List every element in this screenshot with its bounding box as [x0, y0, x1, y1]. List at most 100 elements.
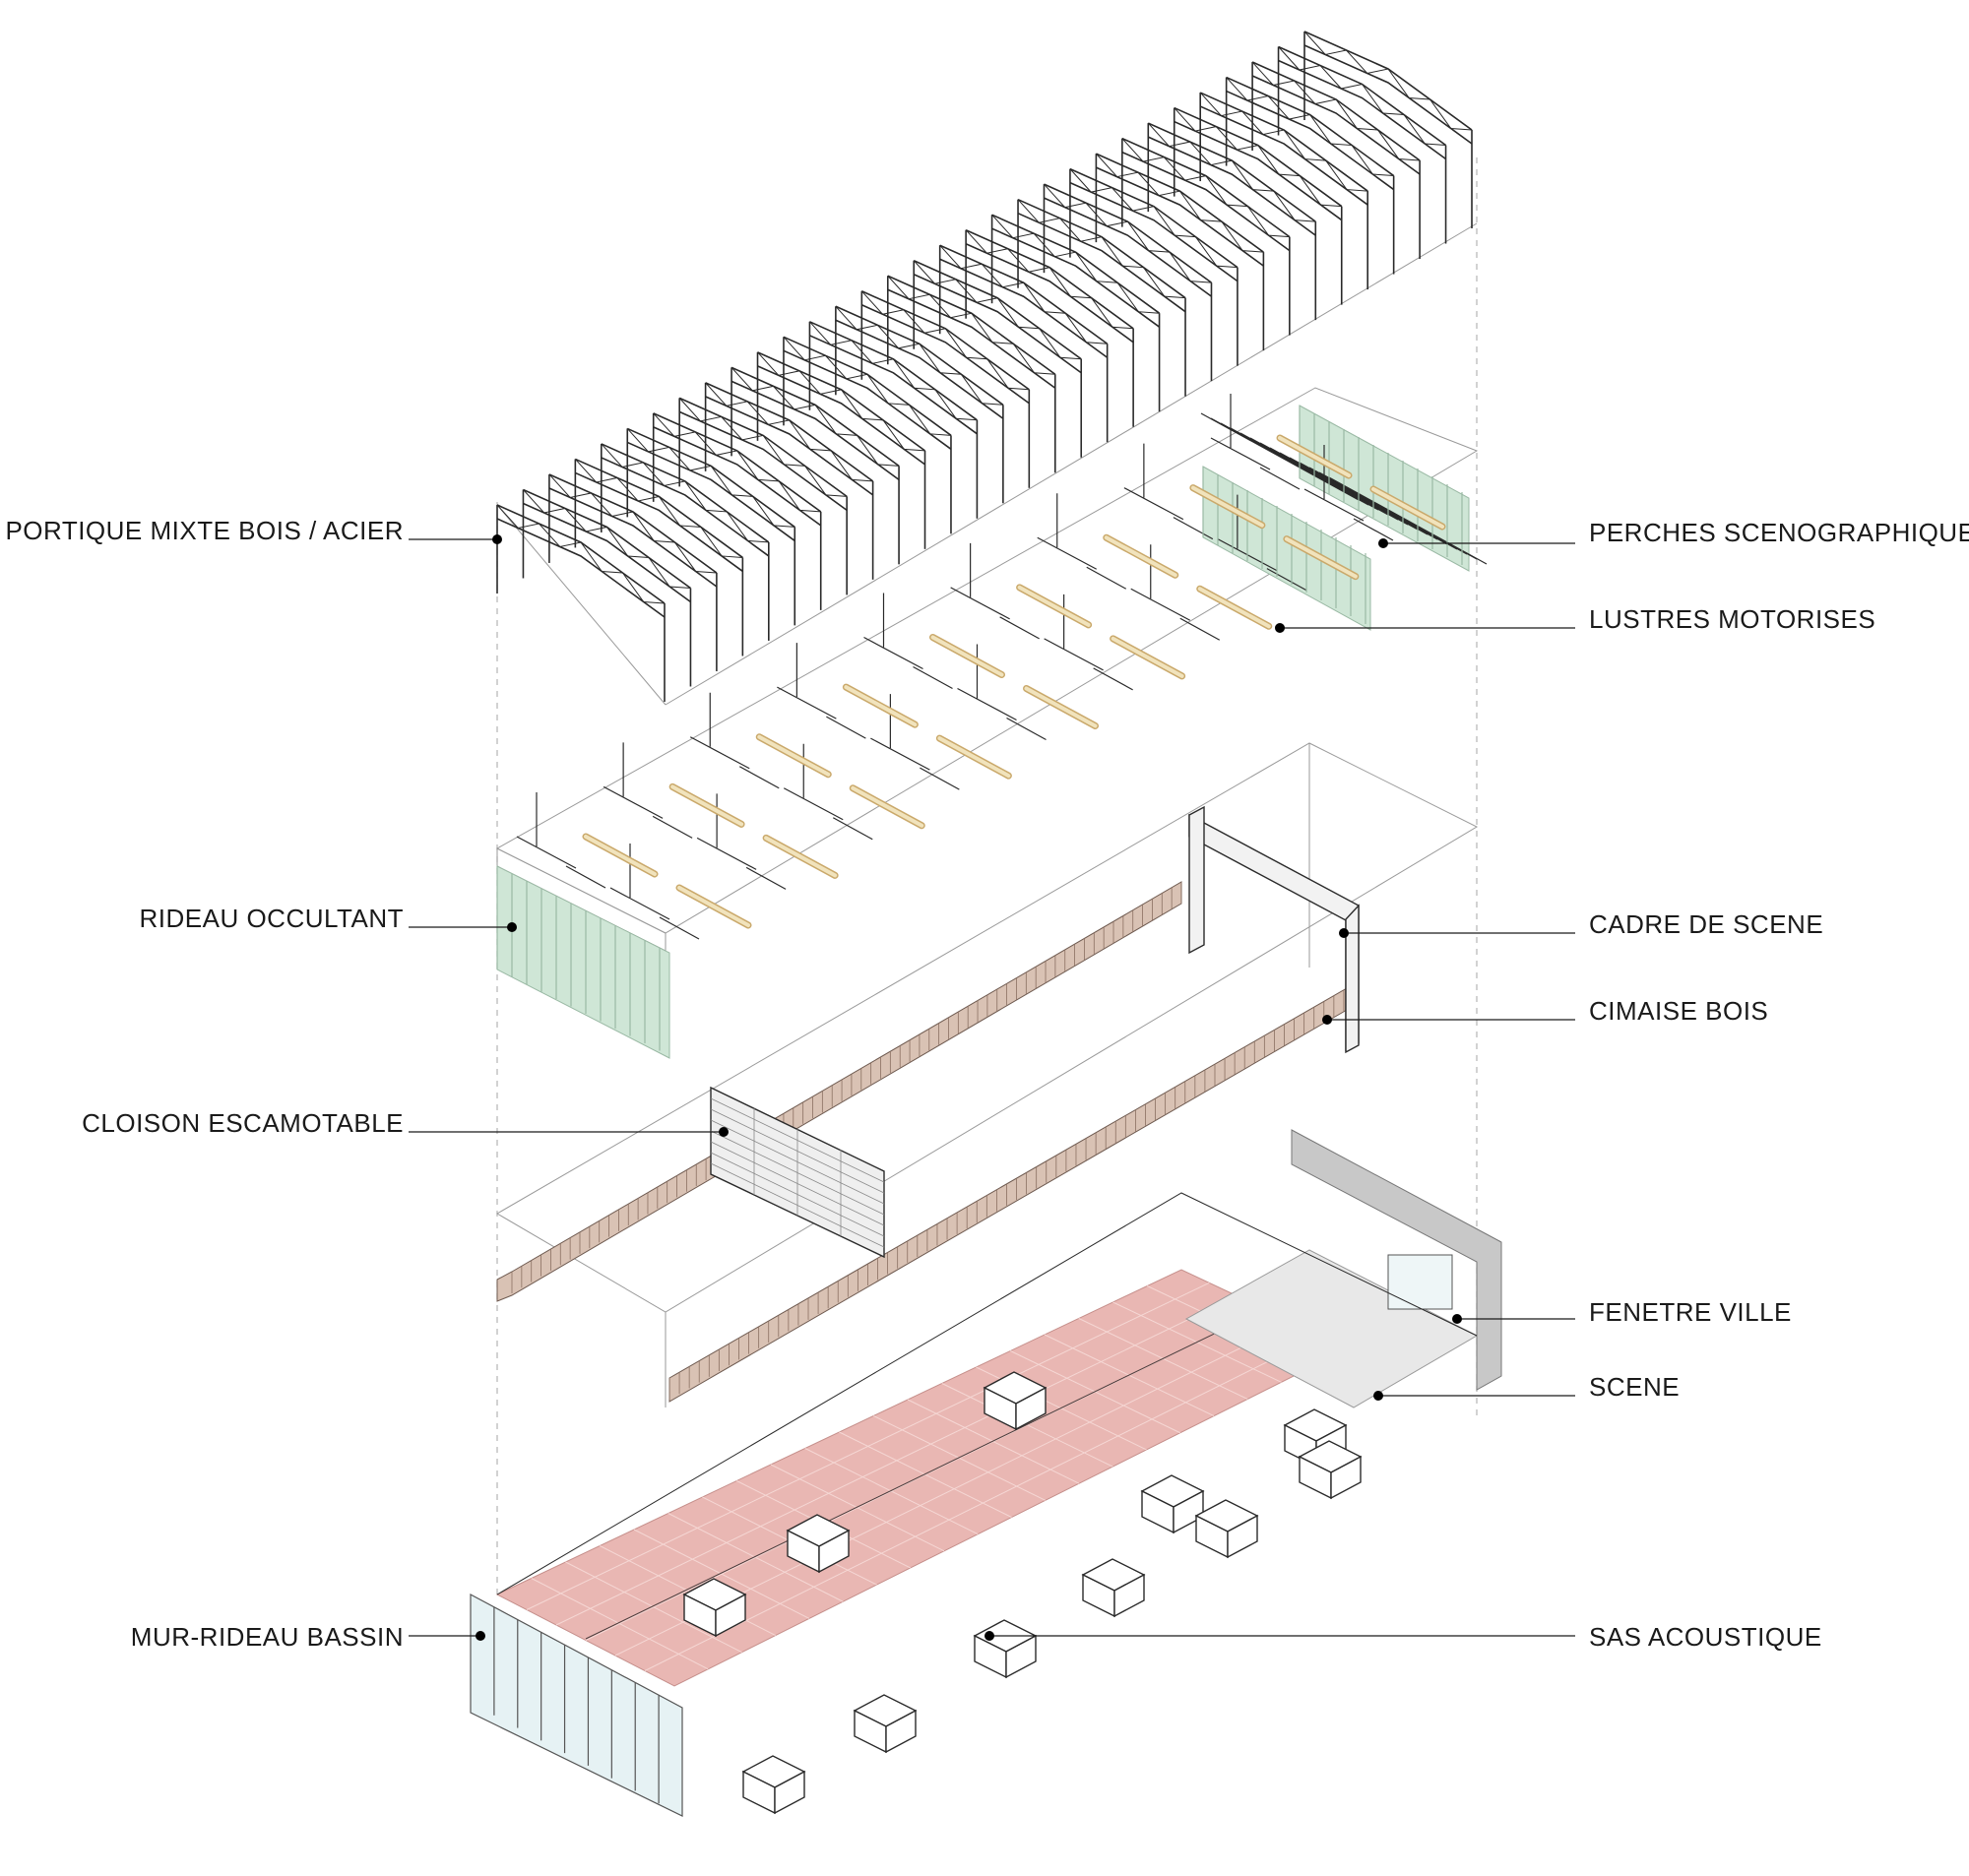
perch	[1353, 518, 1394, 541]
perch	[1266, 568, 1307, 592]
perch	[1179, 617, 1221, 641]
motorized-chandelier-highlight	[1278, 436, 1351, 477]
portal-frame	[1069, 167, 1239, 366]
portal-frame	[496, 504, 666, 702]
acoustic-lock-box	[741, 1755, 806, 1815]
portal-frame	[808, 321, 979, 519]
perch	[738, 766, 780, 789]
acoustic-lock-box	[1081, 1558, 1146, 1618]
acoustic-lock-box	[682, 1578, 747, 1638]
label-portique: PORTIQUE MIXTE BOIS / ACIER	[5, 516, 404, 545]
perch	[1006, 717, 1047, 741]
perch	[777, 686, 837, 719]
perch	[957, 687, 1017, 721]
portal-frame-layer	[496, 31, 1478, 706]
perch	[1093, 667, 1133, 691]
motorized-chandelier-highlight	[1197, 587, 1271, 629]
portal-frame	[574, 458, 744, 657]
floor-axis	[585, 1308, 1266, 1640]
portal-frame	[1251, 61, 1421, 260]
floor-layer	[470, 1129, 1502, 1817]
portal-frame	[626, 427, 796, 626]
label-cadre: CADRE DE SCENE	[1589, 909, 1824, 939]
perch	[696, 837, 757, 870]
portal-frame	[1225, 76, 1395, 275]
portal-frame	[965, 228, 1134, 427]
label-rideau: RIDEAU OCCULTANT	[139, 904, 404, 933]
acoustic-lock-box	[853, 1694, 918, 1754]
perch	[913, 665, 953, 690]
acoustic-lock-box	[1298, 1440, 1363, 1500]
portal-frame	[938, 244, 1109, 443]
perch	[659, 916, 700, 940]
perch	[920, 767, 960, 790]
perch	[1123, 487, 1184, 521]
portal-frame	[1199, 92, 1368, 290]
perch	[863, 636, 923, 670]
perch	[826, 716, 866, 739]
floor-grid-line	[526, 1282, 1210, 1610]
perch	[516, 836, 577, 869]
perch	[609, 887, 670, 920]
portal-frame	[1173, 106, 1343, 305]
portal-frame	[886, 275, 1056, 473]
label-fenetre: FENETRE VILLE	[1589, 1297, 1792, 1327]
portal-frame	[678, 397, 848, 595]
portal-frame	[704, 382, 874, 580]
lighting-curtain-layer	[495, 387, 1488, 1059]
perch	[1303, 488, 1365, 522]
motorized-chandelier-highlight	[1104, 535, 1177, 578]
motorized-chandelier-highlight	[584, 835, 657, 876]
motorized-chandelier-highlight	[1190, 485, 1264, 528]
portal-frame	[860, 290, 1031, 488]
acoustic-lock-box	[973, 1619, 1038, 1679]
perch	[832, 817, 873, 841]
portal-frame	[835, 305, 1004, 504]
wall-layer	[496, 742, 1479, 1407]
label-lustres: LUSTRES MOTORISES	[1589, 604, 1876, 634]
label-cimaise: CIMAISE BOIS	[1589, 996, 1769, 1026]
perch	[1044, 638, 1104, 671]
motorized-chandelier-highlight	[1111, 636, 1184, 678]
portal-frame	[1147, 122, 1317, 321]
perch	[1130, 588, 1191, 621]
perch	[689, 736, 750, 770]
portal-frame	[652, 412, 822, 610]
perch	[1037, 536, 1098, 570]
leader-dots	[476, 534, 1462, 1641]
portal-frame	[601, 443, 770, 641]
perch	[565, 865, 606, 889]
perch	[1173, 517, 1214, 540]
perch	[1086, 566, 1127, 590]
portal-frame	[783, 336, 952, 534]
perch	[950, 587, 1010, 620]
motorized-chandelier-highlight	[764, 836, 838, 878]
motorized-chandelier-highlight	[851, 785, 924, 828]
portal-frame	[1303, 31, 1473, 228]
stage-perch	[1328, 476, 1488, 565]
perch	[745, 866, 787, 890]
acoustic-lock-box	[1140, 1474, 1205, 1534]
label-scene: SCENE	[1589, 1372, 1681, 1402]
back-wall	[1291, 1129, 1502, 1391]
motorized-chandelier-highlight	[757, 734, 831, 777]
motorized-chandelier-highlight	[930, 635, 1004, 677]
blackout-curtain	[496, 865, 670, 1059]
motorized-chandelier-highlight	[844, 685, 918, 727]
portal-frame	[1017, 198, 1186, 397]
portal-frame	[1095, 153, 1265, 351]
portal-frame	[730, 366, 900, 565]
portal-frame	[1121, 137, 1291, 336]
city-window	[1387, 1254, 1453, 1310]
perch	[1210, 437, 1271, 470]
perch	[603, 785, 664, 819]
label-mur-rideau: MUR-RIDEAU BASSIN	[130, 1622, 404, 1652]
portal-frame	[522, 488, 692, 687]
motorized-chandelier-highlight	[1284, 536, 1358, 579]
proscenium-frame	[1188, 805, 1360, 1054]
perch	[1259, 467, 1301, 490]
portal-frame	[1043, 183, 1213, 382]
acoustic-lock-box	[983, 1371, 1048, 1431]
portal-frame	[1277, 45, 1447, 244]
alignment-guides	[496, 157, 1478, 1595]
